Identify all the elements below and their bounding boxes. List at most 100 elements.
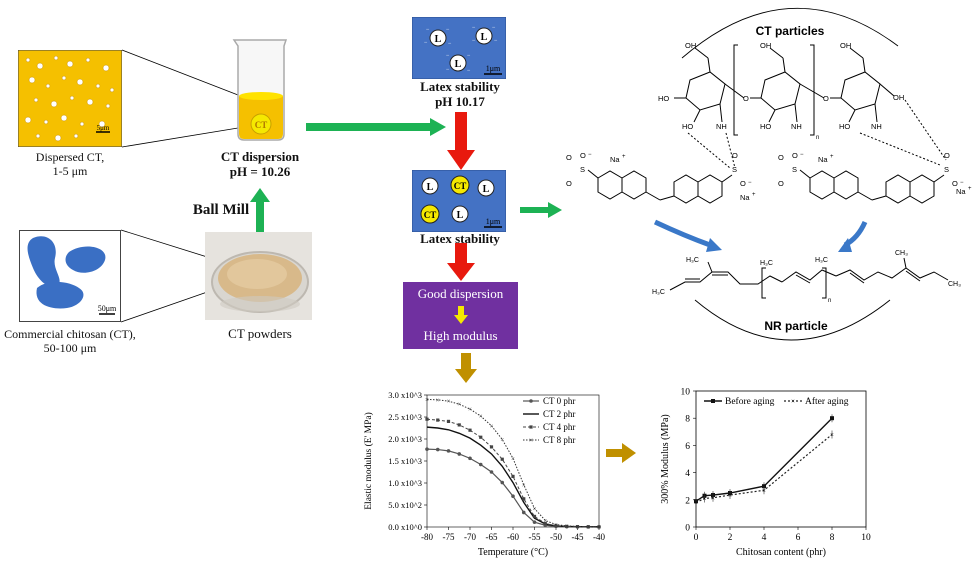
svg-text:−: − bbox=[492, 25, 496, 31]
dispersed-particle bbox=[85, 57, 91, 63]
chart1-point: × bbox=[511, 455, 515, 463]
commercial-ct-image: 50μm bbox=[19, 230, 121, 322]
chart2-point: × bbox=[830, 431, 834, 439]
chitosan-particle bbox=[27, 236, 60, 287]
beaker-ct-label: CT bbox=[255, 120, 268, 130]
svg-text:CT: CT bbox=[424, 210, 437, 220]
ct-particles-label: CT particles bbox=[756, 24, 825, 38]
svg-text:S: S bbox=[792, 165, 797, 174]
ct-dispersion-ph: pH = 10.26 bbox=[229, 164, 291, 179]
chart1-point: × bbox=[479, 413, 483, 421]
chart2-ytick-label: 2 bbox=[685, 496, 690, 506]
svg-text:×: × bbox=[529, 437, 533, 445]
svg-text:−: − bbox=[467, 68, 471, 74]
chart1-ytick-label: 5.0 x10^2 bbox=[388, 500, 422, 510]
svg-text:NH: NH bbox=[716, 122, 727, 131]
svg-text:O: O bbox=[823, 94, 829, 103]
svg-text:−: − bbox=[424, 40, 428, 46]
dispersed-particle bbox=[109, 87, 115, 93]
chart1-point: × bbox=[597, 523, 601, 531]
chart2-series-line bbox=[695, 434, 833, 504]
svg-text:CH₃: CH₃ bbox=[948, 281, 961, 288]
latex-stability-1-ph: pH 10.17 bbox=[435, 94, 485, 109]
svg-text:OH: OH bbox=[893, 93, 904, 102]
chart1-ylabel: Elastic modulus (E' MPa) bbox=[363, 412, 374, 510]
green-arrow-up bbox=[250, 188, 270, 234]
svg-text:Na: Na bbox=[610, 155, 620, 164]
chart1-point bbox=[478, 462, 483, 467]
chart1-point: × bbox=[500, 436, 504, 444]
chart2-ytick-label: 4 bbox=[685, 469, 690, 479]
chart1-point bbox=[522, 497, 526, 501]
chart2-xtick-label: 4 bbox=[762, 533, 767, 543]
scale-1um-label: 1μm bbox=[486, 64, 501, 73]
chart2-ytick-label: 0 bbox=[685, 524, 690, 534]
chart1-xtick-label: -55 bbox=[529, 532, 541, 542]
svg-text:−: − bbox=[448, 41, 452, 47]
powder-bowl bbox=[205, 232, 312, 320]
chart1-point: × bbox=[576, 523, 580, 531]
scale-1um-label: 1μm bbox=[486, 217, 501, 226]
latex-particle: L bbox=[429, 29, 447, 47]
chart1-legend-label: CT 8 phr bbox=[543, 435, 575, 445]
chart1-point bbox=[425, 447, 429, 451]
svg-text:NH: NH bbox=[791, 122, 802, 131]
ct-powders-label: CT powders bbox=[228, 326, 292, 341]
svg-text:HO: HO bbox=[682, 122, 693, 131]
latex-stability-2-label: Latex stability bbox=[420, 231, 500, 246]
svg-text:O: O bbox=[732, 151, 738, 160]
svg-text:OH: OH bbox=[685, 41, 696, 50]
svg-text:S: S bbox=[732, 165, 737, 174]
svg-text:n: n bbox=[828, 298, 831, 304]
svg-text:O: O bbox=[778, 179, 784, 188]
latex-particles-2: L CT L CT L 1μm bbox=[411, 169, 507, 233]
chart2-point: × bbox=[728, 492, 732, 500]
chart1-point: × bbox=[586, 523, 590, 531]
svg-text:−: − bbox=[446, 27, 450, 33]
dispersed-particle bbox=[76, 78, 84, 86]
hydrogen-bonds bbox=[687, 99, 947, 169]
latex-particle: L bbox=[451, 205, 469, 223]
dispersed-particle bbox=[45, 83, 51, 89]
chart1-xtick-label: -75 bbox=[443, 532, 455, 542]
ct-particle: CT bbox=[450, 175, 470, 195]
good-dispersion-label: Good dispersion bbox=[417, 286, 504, 301]
svg-text:L: L bbox=[483, 184, 490, 195]
dispersed-ct-micrograph: 5μm bbox=[17, 49, 123, 148]
chart1-xtick-label: -60 bbox=[507, 532, 519, 542]
chart1-xtick-label: -80 bbox=[421, 532, 433, 542]
chart1-ytick-label: 1.5 x10^3 bbox=[388, 456, 422, 466]
svg-text:OH: OH bbox=[840, 41, 851, 50]
chart1-point bbox=[489, 470, 494, 474]
scale-5um-label: 5μm bbox=[97, 124, 110, 132]
svg-text:Na: Na bbox=[740, 193, 750, 202]
chart1-legend-label: CT 2 phr bbox=[543, 409, 575, 419]
chart1-xtick-label: -65 bbox=[486, 532, 498, 542]
chart2-ytick-label: 10 bbox=[681, 388, 691, 398]
chart1-point bbox=[554, 524, 558, 528]
chart1-point bbox=[446, 419, 451, 423]
dispersed-particle bbox=[33, 97, 39, 103]
svg-text:L: L bbox=[435, 34, 442, 45]
gold-arrow-right bbox=[606, 443, 636, 463]
svg-text:−: − bbox=[800, 152, 804, 158]
chart1-point: × bbox=[565, 522, 569, 530]
chart1-point: × bbox=[425, 396, 429, 404]
chart1-xtick-label: -70 bbox=[464, 532, 476, 542]
svg-text:L: L bbox=[481, 32, 488, 43]
dispersed-particle bbox=[69, 95, 75, 101]
chart2-point bbox=[830, 416, 834, 421]
latex-particle: L bbox=[449, 54, 467, 72]
chart1-point bbox=[543, 521, 547, 526]
svg-text:O: O bbox=[566, 179, 572, 188]
latex-stability-1-label: Latex stability bbox=[420, 79, 500, 94]
svg-text:O: O bbox=[580, 151, 586, 160]
latex-particle: L bbox=[475, 27, 493, 45]
dispersed-particle bbox=[105, 103, 111, 109]
svg-text:O: O bbox=[952, 179, 958, 188]
chart1-point bbox=[468, 428, 472, 432]
chart1-xtick-label: -45 bbox=[572, 532, 584, 542]
chart1-point bbox=[532, 520, 537, 524]
svg-text:+: + bbox=[622, 154, 626, 160]
